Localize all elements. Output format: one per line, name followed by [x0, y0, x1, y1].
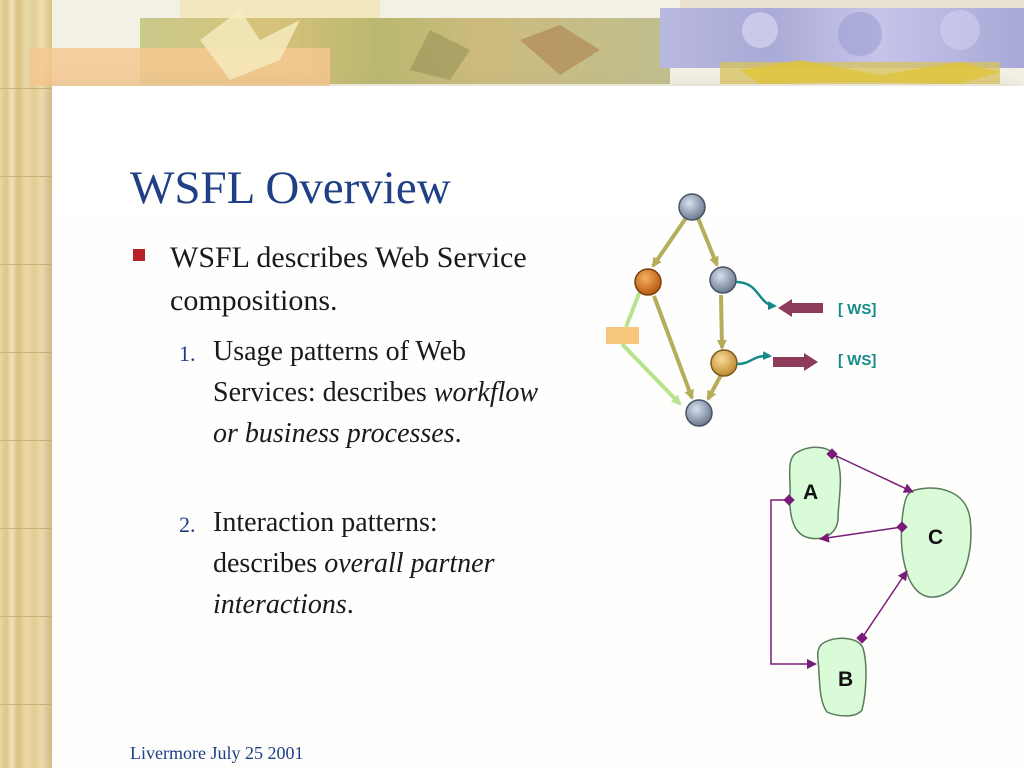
flow-edge	[624, 290, 642, 328]
numbered-item-2: 2. Interaction patterns: describes overa…	[179, 502, 543, 625]
activity-node	[710, 349, 738, 377]
item-text-italic: overall partner interactions	[213, 548, 495, 620]
strip-tile	[0, 88, 52, 177]
workflow-diagram: [ WS] [ WS]	[606, 193, 876, 427]
port-diamond-icon	[856, 632, 868, 644]
bullet-text: WSFL describes Web Service compositions.	[170, 241, 527, 317]
item-number: 2.	[179, 512, 196, 537]
partner-label-c: C	[928, 526, 943, 549]
partner-label-a: A	[803, 481, 818, 504]
banner-panel	[680, 0, 1024, 10]
banner-leaf-decoration	[200, 10, 1000, 84]
item-text-italic: workflow or business processes	[213, 377, 539, 449]
strip-tile	[0, 352, 52, 441]
partner-edge	[831, 453, 914, 493]
activity-node	[634, 268, 662, 296]
slide-title: WSFL Overview	[130, 162, 451, 214]
item-text-end: .	[346, 589, 354, 620]
ws-link	[735, 280, 777, 311]
partner-edge	[861, 570, 908, 639]
bullet-square-icon	[133, 249, 145, 261]
ws-link	[736, 351, 772, 366]
activity-node	[709, 266, 737, 294]
slide-footer: Livermore July 25 2001	[130, 743, 304, 763]
strip-tile	[0, 616, 52, 705]
ws-label: [ WS]	[838, 301, 876, 318]
activity-node	[678, 193, 706, 221]
partner-node-c	[900, 487, 972, 598]
item-text-end: .	[454, 418, 462, 449]
ws-arrow-icon	[773, 353, 818, 371]
left-decorative-strip	[0, 0, 52, 768]
item-number: 1.	[179, 341, 196, 366]
item-text: Usage patterns of Web Services: describe…	[213, 336, 467, 408]
ws-label: [ WS]	[838, 352, 876, 369]
partner-edge	[819, 526, 903, 543]
activity-node	[685, 399, 713, 427]
numbered-item-1: 1. Usage patterns of Web Services: descr…	[179, 331, 543, 454]
flow-edge	[706, 374, 723, 401]
port-diamond-icon	[896, 521, 908, 533]
strip-tile	[0, 440, 52, 529]
data-block	[606, 327, 639, 344]
partner-edge	[770, 499, 817, 669]
item-text: Interaction patterns: describes	[213, 507, 438, 579]
strip-tile	[0, 528, 52, 617]
strip-tile	[0, 0, 52, 89]
port-diamond-icon	[826, 448, 838, 460]
flow-edge	[651, 216, 688, 268]
partner-node-b	[817, 637, 867, 717]
strip-tile	[0, 264, 52, 353]
port-diamond-icon	[783, 494, 795, 506]
strip-tile	[0, 176, 52, 265]
top-decorative-banner	[0, 0, 1024, 92]
ws-arrow-icon	[778, 299, 823, 317]
partner-label-b: B	[838, 668, 853, 691]
partner-diagram: A C B	[770, 446, 972, 717]
flow-edge	[696, 217, 719, 267]
flow-edge	[716, 294, 727, 350]
flow-edge	[620, 342, 682, 406]
flow-edge	[652, 295, 694, 400]
